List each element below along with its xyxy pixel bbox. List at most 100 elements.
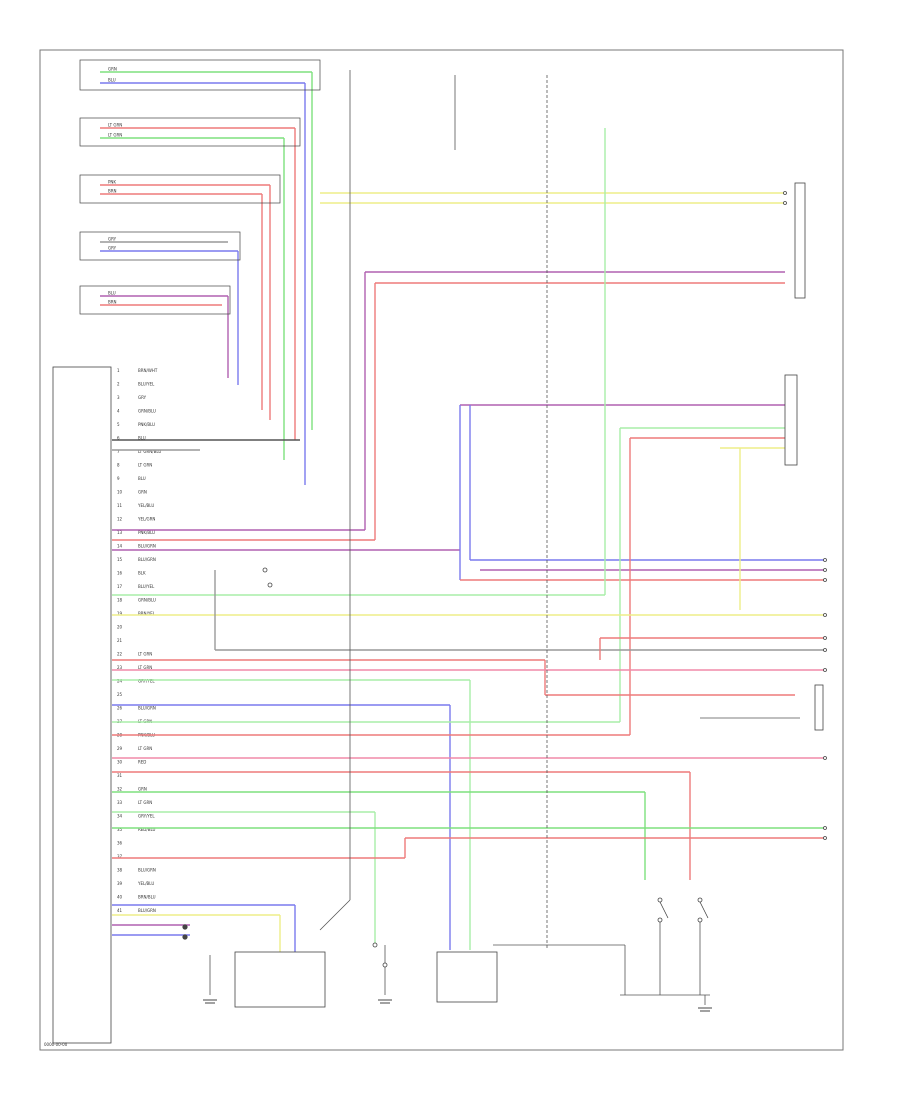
module-pin-number: 40 [117,895,123,900]
module-pin-label: GRY/YEL [138,679,155,684]
module-pin-label: BRN/WHT [138,368,158,373]
top-wire-label: BLU [108,291,116,296]
footer-code: 0000-00-00 [44,1042,68,1047]
module-pin-number: 15 [117,557,123,562]
component-boxes [79,59,824,1008]
module-pin-number: 3 [117,395,120,400]
module-pin-label: BLU/GRN [138,908,156,913]
module-pin-number: 30 [117,760,123,765]
module-pin-label: BLU [138,436,146,441]
module-pin-number: 37 [117,854,123,859]
top-wire-label: BRN [108,189,117,194]
module-pin-number: 6 [117,436,120,441]
right-module-box [794,182,806,299]
module-pin-label: RED [138,760,146,765]
module-pin-number: 32 [117,787,123,792]
module-pin-number: 9 [117,476,120,481]
top-wire-label: LT GRN [108,123,122,128]
module-pin-number: 14 [117,544,123,549]
module-pin-label: GRN/BLU [138,409,156,414]
module-pin-number: 34 [117,814,123,819]
module-pin-number: 23 [117,665,123,670]
diagram-border [39,49,844,1051]
module-pin-number: 20 [117,625,123,630]
switch-symbols [182,191,827,968]
top-wire-label: PNK [108,180,116,185]
module-pin-label: PNK/BLU [138,530,155,535]
top-wire-label: GRY [108,237,117,242]
module-pin-label: LT GRN [138,652,152,657]
top-left-wire-group: GRN BLU LT GRN LT GRN PNK BRN GRY GRY BLU BRN [100,67,312,306]
module-pin-label: LT GRN [138,463,152,468]
module-pin-label: RED/BLU [138,827,156,832]
module-pin-number: 1 [117,368,120,373]
module-pin-number: 29 [117,746,123,751]
ground-symbols [203,999,712,1012]
module-pin-label: BLU [138,476,146,481]
module-pin-number: 38 [117,868,123,873]
module-pin-label: LT GRN [138,746,152,751]
module-pin-number: 16 [117,571,123,576]
module-pin-number: 11 [117,503,123,508]
top-wire-label: LT GRN [108,133,122,138]
module-pin-number: 26 [117,706,123,711]
module-pin-label: BLU/GRN [138,706,156,711]
top-wire-label: GRN [108,67,117,72]
module-pin-label: BRN/YEL [138,611,156,616]
module-pin-label: BLU/GRN [138,557,156,562]
left-label-box-5 [79,285,231,315]
module-pin-label: GRN/BLU [138,598,156,603]
top-wire-label: GRY [108,246,117,251]
module-pin-label: LT GRN/BLU [138,449,161,454]
module-pin-number: 41 [117,908,123,913]
module-pin-label: GRN [138,490,147,495]
module-pin-number: 4 [117,409,120,414]
module-pin-number: 13 [117,530,123,535]
module-pin-label: GRY [138,395,147,400]
module-pin-number: 10 [117,490,123,495]
module-pin-label: GRY/YEL [138,814,155,819]
module-pin-number: 39 [117,881,123,886]
module-pin-label: LT GRN [138,800,152,805]
module-pin-number: 25 [117,692,123,697]
module-pin-label: BRN/BLU [138,895,156,900]
module-pin-number: 8 [117,463,120,468]
module-pin-label: BLU/YEL [138,382,155,387]
top-wire-label: BLU [108,78,116,83]
module-pin-number: 12 [117,517,123,522]
ground-and-power-lines [209,70,800,1005]
module-pin-number: 17 [117,584,123,589]
module-pin-number: 7 [117,449,120,454]
module-pin-label: LT GRN [138,665,152,670]
left-label-box-2 [79,117,301,147]
module-pin-number: 18 [117,598,123,603]
module-pin-number: 35 [117,827,123,832]
module-pin-number: 36 [117,841,123,846]
left-label-box-1 [79,59,321,91]
module-pin-number: 33 [117,800,123,805]
control-module-box [52,366,112,1044]
module-pin-label: YEL/BLU [137,503,154,508]
module-pin-label: BLU/YEL [138,584,155,589]
module-pin-number: 19 [117,611,123,616]
module-pin-label: BLK [138,571,146,576]
module-pin-label: GRN [138,787,147,792]
module-pin-label: YEL/GRN [137,517,155,522]
module-pin-label: BLU/GRN [138,544,156,549]
left-label-box-3 [79,174,281,204]
module-pin-number: 21 [117,638,123,643]
module-pin-number: 5 [117,422,120,427]
left-label-box-4 [79,231,241,261]
main-wiring [112,72,825,955]
module-pin-label: PNK/BLU [138,422,155,427]
module-pin-label: BLU/GRN [138,868,156,873]
receiver-box [234,951,326,1008]
right-connector-box [784,374,798,466]
module-pin-number: 31 [117,773,123,778]
top-wire-label: BRN [108,300,117,305]
module-pin-number: 2 [117,382,120,387]
right-sensor-box [814,684,824,731]
module-pin-label: YEL/BLU [137,881,154,886]
